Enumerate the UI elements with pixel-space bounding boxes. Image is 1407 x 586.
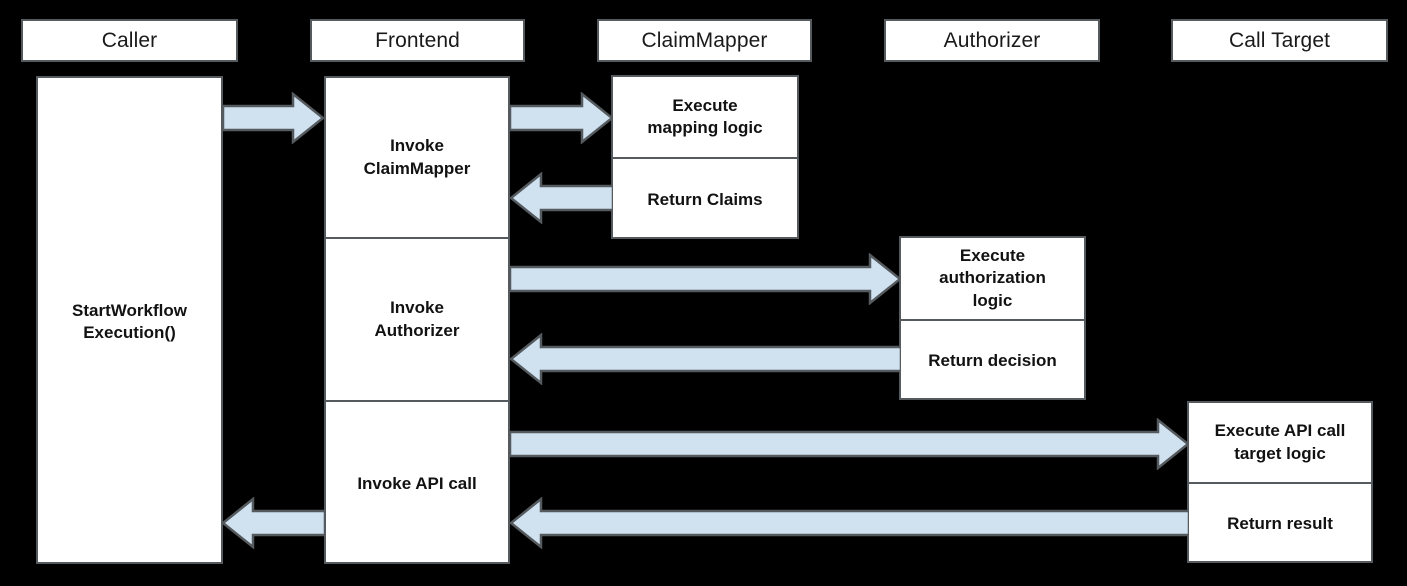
message-arrow-claimmapper-to-frontend — [510, 172, 613, 224]
activation-segment-return-result: Return result — [1189, 484, 1371, 565]
lifeline-label-calltarget: Call Target — [1228, 28, 1331, 52]
activation-segment-invoke-api-call: Invoke API call — [326, 402, 508, 566]
lifeline-label-frontend: Frontend — [375, 28, 460, 52]
activation-label-return-decision: Return decision — [928, 351, 1057, 371]
lifeline-label-authorizer: Authorizer — [943, 28, 1041, 52]
message-arrow-frontend-to-authorizer — [510, 253, 901, 305]
lifeline-label-caller: Caller — [101, 28, 158, 52]
activation-divider — [901, 319, 1084, 321]
message-arrow-frontend-to-caller — [222, 497, 325, 549]
activation-divider — [613, 157, 797, 159]
message-arrow-calltarget-to-frontend — [510, 497, 1189, 549]
lifeline-header-calltarget: Call Target — [1171, 19, 1388, 62]
activation-segment-return-decision: Return decision — [901, 321, 1084, 402]
lifeline-header-caller: Caller — [21, 19, 238, 62]
lifeline-label-claimmapper: ClaimMapper — [641, 28, 768, 52]
activation-divider — [326, 237, 508, 239]
activation-divider — [1189, 482, 1371, 484]
lifeline-header-authorizer: Authorizer — [884, 19, 1100, 62]
activation-segment-return-claims: Return Claims — [613, 159, 797, 241]
lifeline-header-claimmapper: ClaimMapper — [597, 19, 812, 62]
message-arrow-caller-to-frontend — [223, 92, 324, 144]
message-arrow-authorizer-to-frontend — [510, 333, 901, 385]
lifeline-header-frontend: Frontend — [310, 19, 525, 62]
activation-label-invoke-api-call: Invoke API call — [357, 473, 477, 493]
activation-label-return-claims: Return Claims — [647, 189, 763, 209]
message-arrow-frontend-to-claimmapper — [510, 92, 613, 144]
activation-divider — [326, 400, 508, 402]
activation-label-return-result: Return result — [1227, 514, 1333, 534]
message-arrow-frontend-to-calltarget — [510, 418, 1189, 470]
